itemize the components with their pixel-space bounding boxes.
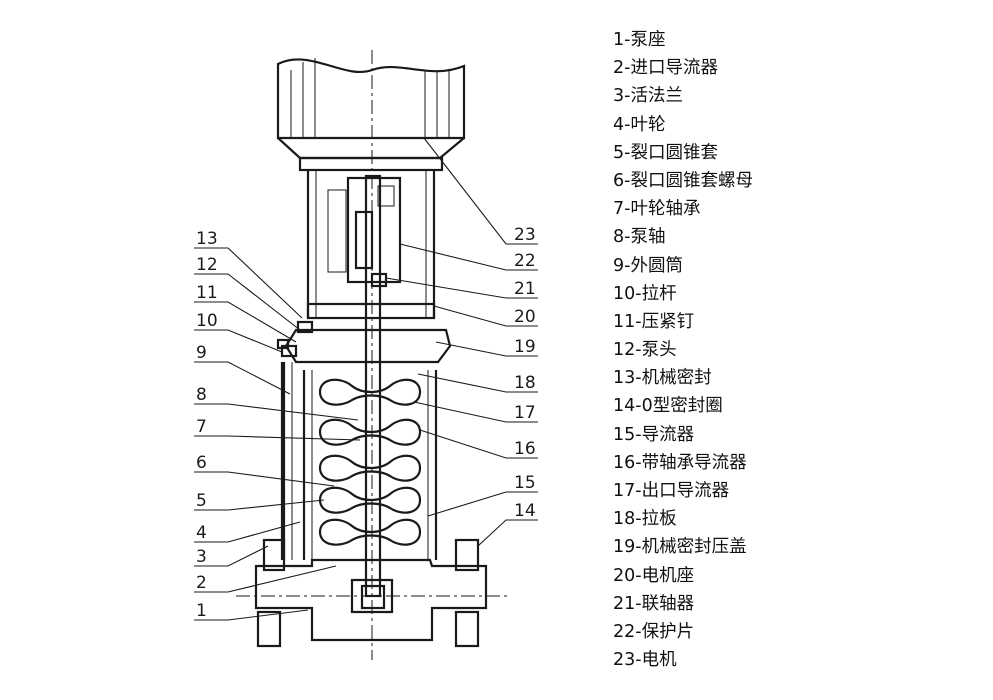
legend-item-18: 18-拉板 xyxy=(613,509,677,530)
coupling-drawing xyxy=(327,176,402,288)
legend-item-12: 12-泵头 xyxy=(613,340,677,361)
callout-3: 3 xyxy=(196,547,207,567)
callout-22: 22 xyxy=(514,251,536,271)
callout-12: 12 xyxy=(196,255,218,275)
callouts-left: 13 12 11 10 9 8 7 6 5 4 3 2 1 xyxy=(196,229,218,621)
legend-item-23: 23-电机 xyxy=(613,650,677,671)
callout-13: 13 xyxy=(196,229,218,249)
callout-18: 18 xyxy=(514,373,536,393)
outer-cylinder-drawing xyxy=(282,362,438,560)
callout-17: 17 xyxy=(514,403,536,423)
callout-11: 11 xyxy=(196,283,218,303)
legend-item-22: 22-保护片 xyxy=(613,621,695,642)
motor-seat-drawing xyxy=(298,156,444,320)
callout-14: 14 xyxy=(514,501,536,521)
legend-item-5: 5-裂口圆锥套 xyxy=(613,142,718,163)
legend-item-7: 7-叶轮轴承 xyxy=(613,199,701,220)
callout-8: 8 xyxy=(196,385,207,405)
callout-4: 4 xyxy=(196,523,207,543)
legend-item-8: 8-泵轴 xyxy=(613,227,666,248)
legend-item-20: 20-电机座 xyxy=(613,565,695,586)
callout-5: 5 xyxy=(196,491,207,511)
legend-item-11: 11-压紧钉 xyxy=(613,311,695,332)
legend-item-15: 15-导流器 xyxy=(613,424,695,445)
callout-6: 6 xyxy=(196,453,207,473)
legend-item-2: 2-进口导流器 xyxy=(613,58,718,79)
motor-drawing xyxy=(276,58,466,160)
callout-21: 21 xyxy=(514,279,536,299)
legend-item-9: 9-外圆筒 xyxy=(613,255,683,276)
callout-15: 15 xyxy=(514,473,536,493)
pump-base-drawing xyxy=(254,538,488,648)
impeller-stages-drawing xyxy=(318,378,422,546)
legend-item-13: 13-机械密封 xyxy=(613,368,712,389)
legend-item-3: 3-活法兰 xyxy=(613,86,683,107)
callout-9: 9 xyxy=(196,343,207,363)
legend-item-6: 6-裂口圆锥套螺母 xyxy=(613,170,753,191)
legend-item-10: 10-拉杆 xyxy=(613,283,677,304)
legend-item-14: 14-0型密封圈 xyxy=(613,396,723,417)
parts-legend: 1-泵座 2-进口导流器 3-活法兰 4-叶轮 5-裂口圆锥套 6-裂口圆锥套螺… xyxy=(613,26,983,674)
leader-lines xyxy=(194,137,538,621)
legend-item-17: 17-出口导流器 xyxy=(613,481,730,501)
legend-item-1: 1-泵座 xyxy=(613,30,666,50)
callout-2: 2 xyxy=(196,573,207,593)
legend-item-19: 19-机械密封压盖 xyxy=(613,537,747,558)
legend-item-21: 21-联轴器 xyxy=(613,593,695,614)
legend-item-4: 4-叶轮 xyxy=(613,114,666,135)
callout-10: 10 xyxy=(196,311,218,331)
callouts-right: 23 22 21 20 19 18 17 16 15 14 xyxy=(514,225,536,521)
callout-23: 23 xyxy=(514,225,536,245)
callout-7: 7 xyxy=(196,417,207,437)
legend-item-16: 16-带轴承导流器 xyxy=(613,452,747,473)
callout-20: 20 xyxy=(514,307,536,327)
callout-19: 19 xyxy=(514,337,536,357)
callout-1: 1 xyxy=(196,601,207,621)
callout-16: 16 xyxy=(514,439,536,459)
